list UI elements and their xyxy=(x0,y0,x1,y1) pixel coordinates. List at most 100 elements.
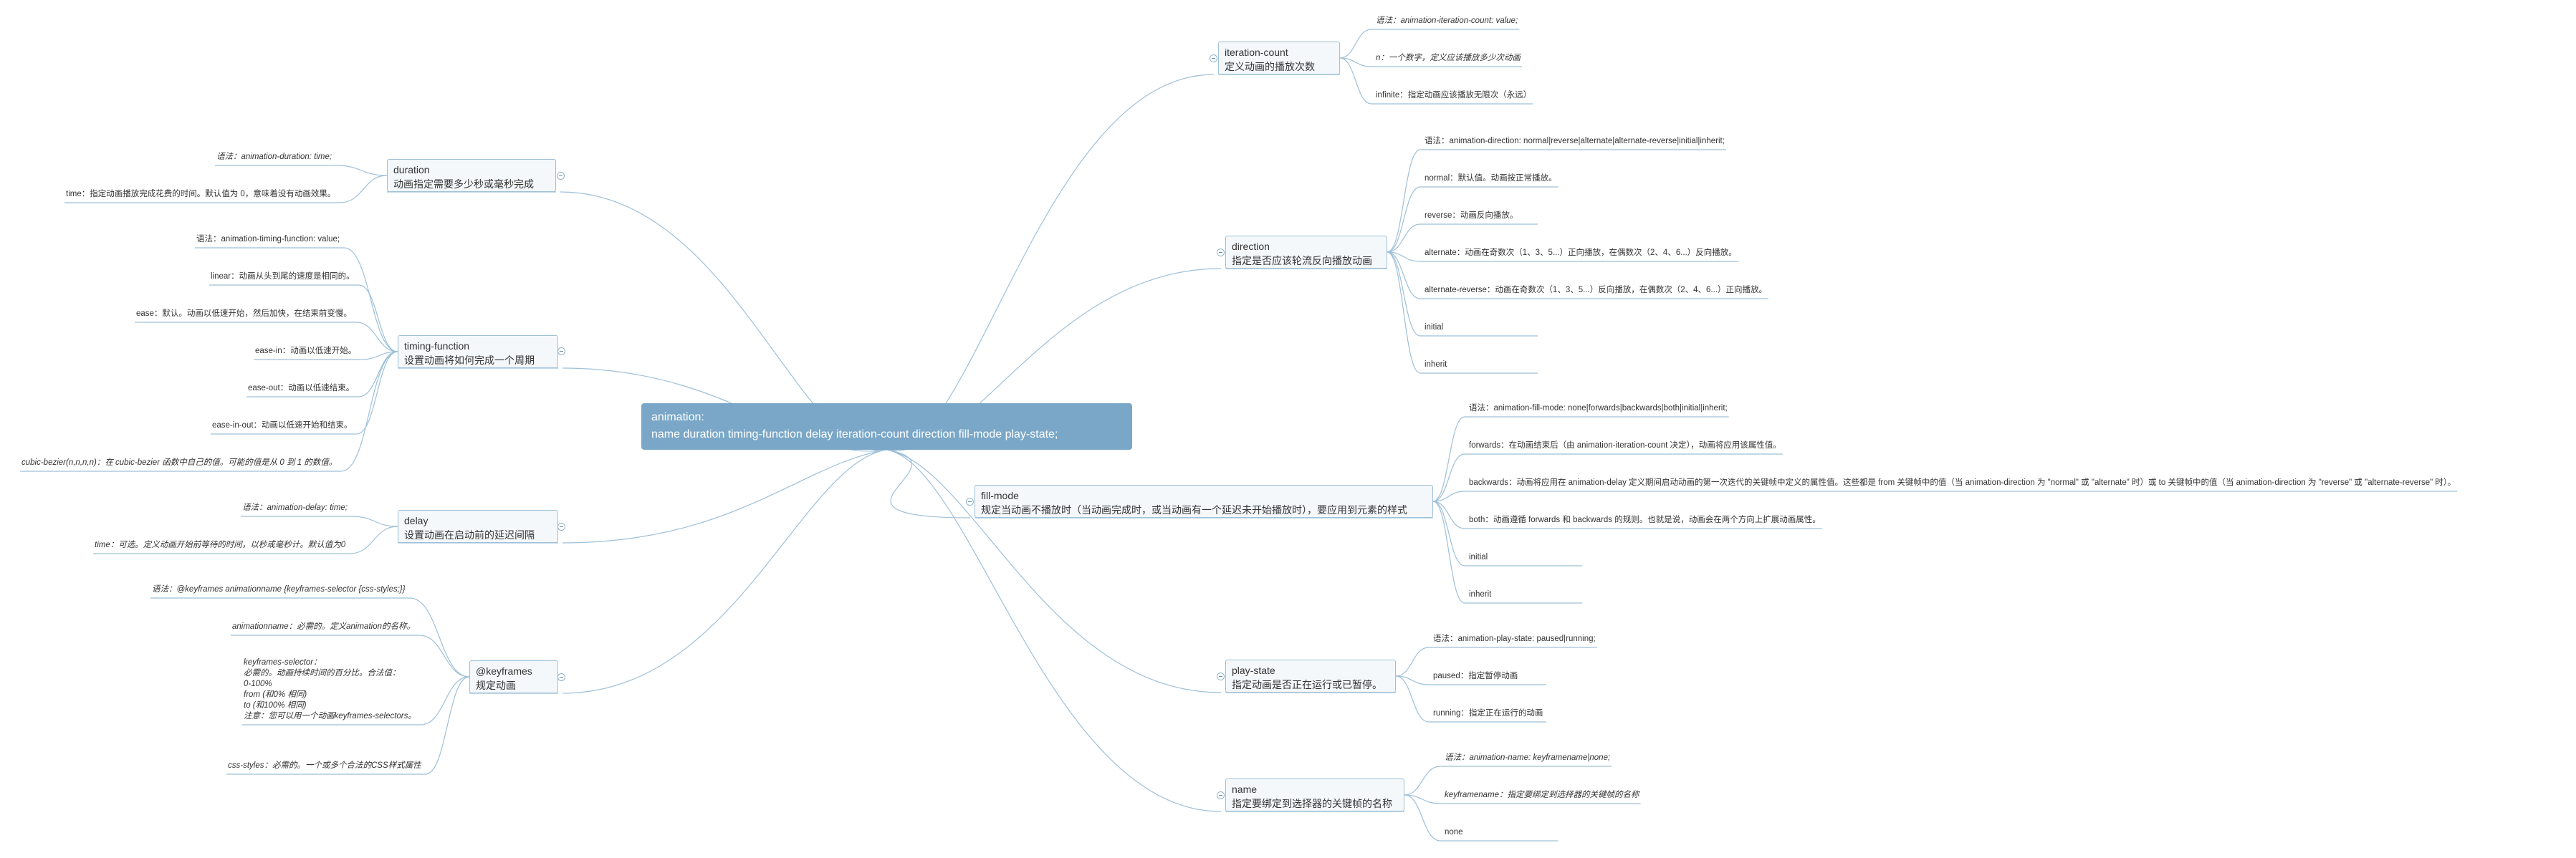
leaf-text: css-styles：必需的。一个或多个合法的CSS样式属性 xyxy=(228,761,421,770)
leaf-connector-line xyxy=(344,247,398,352)
leaf-text: 语法：animation-timing-function: value; xyxy=(196,235,340,244)
leaf-connector-line xyxy=(1387,251,1421,262)
branch-title: @keyframes xyxy=(476,665,532,677)
branch-iteration-count[interactable]: iteration-count 定义动画的播放次数 xyxy=(1218,42,1340,74)
leaf-text: forwards：在动画结束后（由 animation-iteration-co… xyxy=(1469,441,1781,450)
leaf-connector-line xyxy=(418,635,470,678)
branch-title: duration xyxy=(393,164,430,175)
branch-keyframes[interactable]: @keyframes 规定动画 xyxy=(469,660,558,693)
leaf-connector-line xyxy=(1432,491,1465,502)
branch-desc: 规定当动画不播放时（当动画完成时，或当动画有一个延迟未开始播放时），要应用到元素… xyxy=(981,504,1407,516)
leaf-text: 语法：animation-direction: normal|reverse|a… xyxy=(1425,137,1725,145)
leaf-text: ease-in：动画以低速开始。 xyxy=(255,347,357,355)
leaf-text: initial xyxy=(1469,553,1488,561)
leaf-connector-line xyxy=(1387,251,1421,337)
branch-name[interactable]: name 指定要绑定到选择器的关键帧的名称 xyxy=(1225,779,1404,811)
leaf-connector-line xyxy=(1432,416,1465,502)
leaf-connector-line xyxy=(351,516,398,527)
leaf-connector-line xyxy=(1432,501,1465,529)
leaf-text: cubic-bezier(n,n,n,n)：在 cubic-bezier 函数中… xyxy=(21,458,337,467)
leaf-connector-line xyxy=(340,175,388,203)
branch-duration[interactable]: duration 动画指定需要多少秒或毫秒完成 xyxy=(387,159,556,192)
leaf-text: linear：动画从头到尾的速度是相同的。 xyxy=(211,272,355,281)
leaf-text: ease：默认。动画以低速开始，然后加快，在结束前变慢。 xyxy=(136,309,352,318)
leaf-text: 语法：animation-fill-mode: none|forwards|ba… xyxy=(1469,404,1728,413)
leaf-connector-line xyxy=(350,526,398,554)
leaf-connector-line xyxy=(341,351,398,472)
collapse-toggle-icon[interactable] xyxy=(1217,249,1225,256)
leaf-connector-line xyxy=(336,165,388,176)
leaf-connector-line xyxy=(1395,647,1430,677)
collapse-toggle-icon[interactable] xyxy=(1217,673,1225,680)
branch-desc: 动画指定需要多少秒或毫秒完成 xyxy=(393,178,534,190)
leaf-text: backwards：动画将应用在 animation-delay 定义期间启动动… xyxy=(1469,478,2456,487)
leaf-connector-line xyxy=(1339,57,1372,105)
collapse-toggle-icon[interactable] xyxy=(1210,54,1217,62)
leaf-text: keyframename：指定要绑定到选择器的关键帧的名称 xyxy=(1445,791,1639,799)
collapse-toggle-icon[interactable] xyxy=(1217,791,1225,799)
branch-play-state[interactable]: play-state 指定动画是否正在运行或已暂停。 xyxy=(1225,660,1396,693)
collapse-toggle-icon[interactable] xyxy=(557,347,565,355)
leaf-text: 语法：animation-duration: time; xyxy=(216,153,332,161)
root-connector-line xyxy=(886,449,1222,693)
leaf-text: animationname：必需的。定义animation的名称。 xyxy=(232,622,415,631)
leaf-text: 语法：@keyframes animationname {keyframes-s… xyxy=(152,585,406,594)
leaf-connector-line xyxy=(420,676,470,726)
leaf-connector-line xyxy=(1404,766,1441,796)
leaf-connector-line xyxy=(1339,29,1372,59)
leaf-text: none xyxy=(1445,828,1463,837)
branch-desc: 设置动画在启动前的延迟间隔 xyxy=(404,529,535,541)
collapse-toggle-icon[interactable] xyxy=(557,523,565,531)
root-connector-line xyxy=(562,449,887,544)
branch-desc: 指定是否应该轮流反向播放动画 xyxy=(1232,255,1372,266)
leaf-text: ease-in-out：动画以低速开始和结束。 xyxy=(212,421,353,430)
leaf-text: n：一个数字，定义应该播放多少次动画 xyxy=(1376,54,1521,62)
leaf-connector-line xyxy=(356,351,398,435)
leaf-connector-line xyxy=(1404,794,1441,842)
leaf-text: inherit xyxy=(1425,360,1447,369)
leaf-connector-line xyxy=(1387,223,1421,253)
leaf-connector-line xyxy=(1404,794,1441,804)
branch-title: iteration-count xyxy=(1225,47,1288,58)
root-line2: name duration timing-function delay iter… xyxy=(651,428,1058,440)
branch-timing-function[interactable]: timing-function 设置动画将如何完成一个周期 xyxy=(398,335,558,368)
leaf-connector-line xyxy=(1339,57,1372,67)
leaf-text: time：可选。定义动画开始前等待的时间，以秒或毫秒计。默认值为0 xyxy=(95,541,346,549)
branch-desc: 指定动画是否正在运行或已暂停。 xyxy=(1232,679,1382,690)
leaf-connector-line xyxy=(1387,251,1421,299)
leaf-text: paused：指定暂停动画 xyxy=(1433,672,1518,680)
leaf-text: keyframes-selector： 必需的。动画持续时间的百分比。合法值： … xyxy=(244,658,416,720)
branch-title: name xyxy=(1232,784,1258,795)
branch-delay[interactable]: delay 设置动画在启动前的延迟间隔 xyxy=(398,510,558,543)
leaf-text: alternate-reverse：动画在奇数次（1、3、5...）反向播放，在… xyxy=(1425,286,1767,294)
root-node[interactable]: animation: name duration timing-function… xyxy=(641,403,1132,450)
collapse-toggle-icon[interactable] xyxy=(966,498,974,506)
collapse-toggle-icon[interactable] xyxy=(557,172,565,180)
leaf-connector-line xyxy=(409,597,470,678)
collapse-toggle-icon[interactable] xyxy=(557,673,565,681)
leaf-connector-line xyxy=(1387,251,1421,374)
leaf-text: normal：默认值。动画按正常播放。 xyxy=(1425,174,1557,183)
root-connector-line xyxy=(886,74,1215,450)
leaf-text: 语法：animation-name: keyframename|none; xyxy=(1445,753,1611,762)
branch-title: direction xyxy=(1232,241,1270,252)
branch-title: timing-function xyxy=(404,340,470,352)
leaf-connector-line xyxy=(1432,501,1465,604)
branch-direction[interactable]: direction 指定是否应该轮流反向播放动画 xyxy=(1225,236,1387,269)
leaf-text: initial xyxy=(1425,323,1444,332)
leaf-text: inherit xyxy=(1469,590,1492,599)
branch-fill-mode[interactable]: fill-mode 规定当动画不播放时（当动画完成时，或当动画有一个延迟未开始播… xyxy=(975,485,1433,518)
branch-desc: 定义动画的播放次数 xyxy=(1225,61,1315,72)
leaf-connector-line xyxy=(1432,453,1465,502)
leaf-connector-line xyxy=(1387,186,1421,253)
leaf-connector-line xyxy=(355,322,398,352)
root-line1: animation: xyxy=(651,411,704,423)
leaf-connector-line xyxy=(358,284,398,352)
leaf-connector-line xyxy=(1395,675,1430,685)
leaf-text: time：指定动画播放完成花费的时间。默认值为 0，意味着没有动画效果。 xyxy=(66,190,336,198)
branch-desc: 设置动画将如何完成一个周期 xyxy=(404,355,535,366)
leaf-connector-line xyxy=(360,351,398,360)
branch-desc: 规定动画 xyxy=(476,680,516,691)
